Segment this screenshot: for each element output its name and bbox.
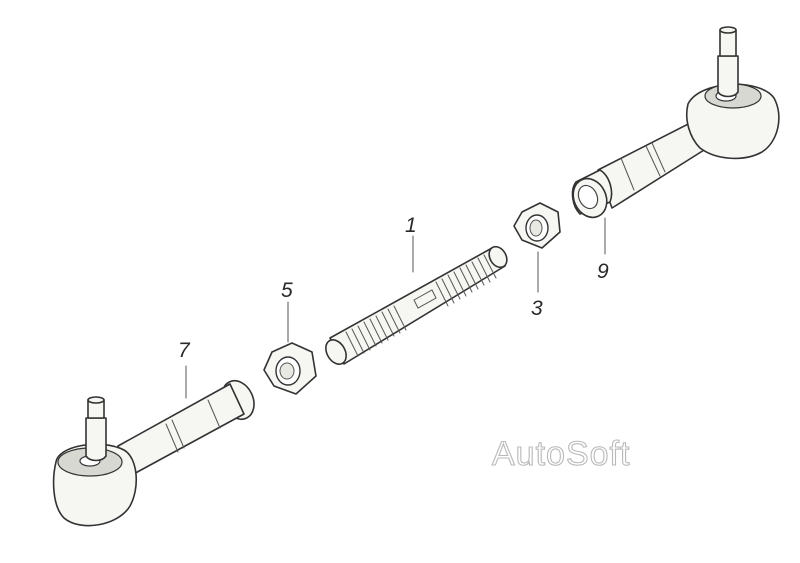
watermark-logo: AutoSoft xyxy=(492,435,630,473)
callout-leaders xyxy=(185,217,606,399)
callout-7: 7 xyxy=(178,339,191,362)
callout-3: 3 xyxy=(531,297,543,320)
callout-5: 5 xyxy=(281,279,293,302)
callout-1: 1 xyxy=(405,214,417,237)
part-1-threaded-rod xyxy=(325,245,508,365)
callout-9: 9 xyxy=(597,260,609,283)
part-9-tie-rod-end-right xyxy=(571,26,780,219)
part-3-hex-nut xyxy=(513,202,561,249)
part-7-tie-rod-end-left xyxy=(52,379,255,527)
part-5-hex-nut xyxy=(263,342,317,395)
